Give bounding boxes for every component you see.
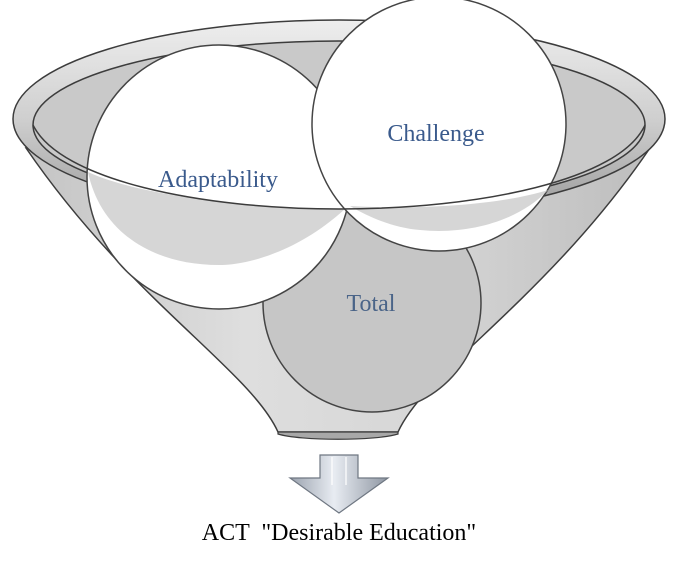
challenge-circle-lower: [350, 190, 548, 231]
adaptability-circle-lower: [88, 172, 345, 265]
total-label: Total: [347, 291, 396, 317]
funnel-spout: [277, 431, 399, 440]
challenge-circle: [311, 0, 567, 252]
challenge-label: Challenge: [387, 121, 484, 147]
funnel-rim-front: [32, 124, 646, 210]
down-arrow: [288, 454, 390, 514]
adaptability-label: Adaptability: [158, 167, 278, 193]
diagram-caption: ACT "Desirable Education": [201, 520, 477, 546]
